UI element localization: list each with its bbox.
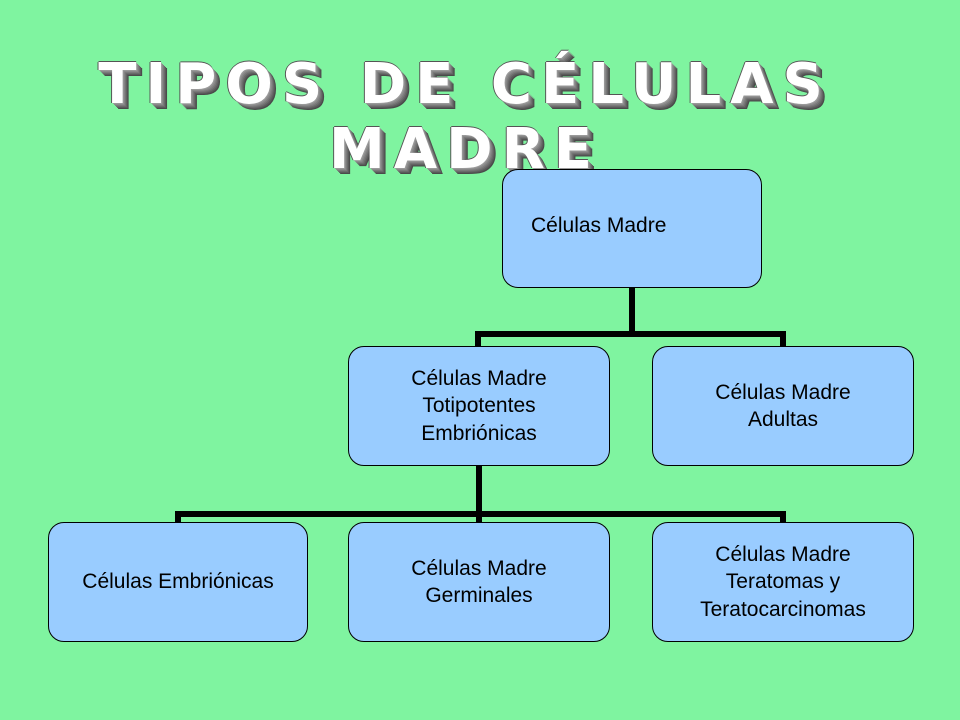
node-label: Células Madre Adultas xyxy=(715,380,851,431)
slide-title: TIPOS DE CÉLULAS MADRE xyxy=(98,52,832,182)
connector-totipotent-to-level3 xyxy=(175,463,786,525)
node-label: Células Madre Totipotentes Embriónicas xyxy=(411,367,547,445)
node-label: Células Embriónicas xyxy=(82,570,274,594)
node-celulas-madre: Células Madre xyxy=(502,169,762,288)
node-adultas: Células Madre Adultas xyxy=(652,346,914,466)
node-germinales: Células Madre Germinales xyxy=(348,522,610,642)
node-teratomas: Células Madre Teratomas y Teratocarcinom… xyxy=(652,522,914,642)
connector-root-to-level2 xyxy=(475,285,786,349)
node-embrionicas: Células Embriónicas xyxy=(48,522,308,642)
node-label: Células Madre xyxy=(531,213,667,237)
node-label: Células Madre Teratomas y Teratocarcinom… xyxy=(700,543,866,621)
node-label: Células Madre Germinales xyxy=(411,556,547,607)
node-totipotentes-embrionicas: Células Madre Totipotentes Embriónicas xyxy=(348,346,610,466)
